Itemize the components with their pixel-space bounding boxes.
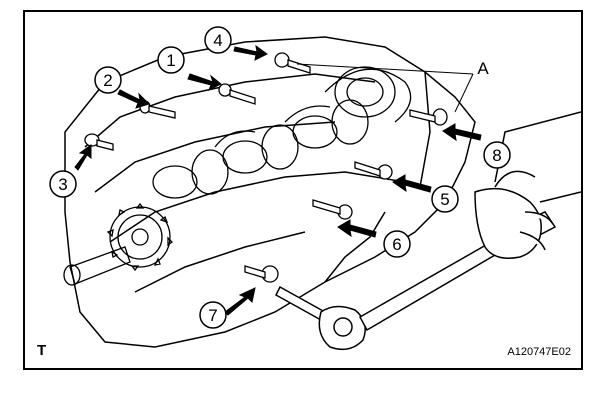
callout-label-1: 1	[166, 51, 175, 70]
callout-circle-4	[204, 26, 232, 54]
callout-labels: 1 2 3 4 5 6 7 8 A	[58, 31, 501, 325]
engine-block	[64, 36, 476, 348]
callout-label-2: 2	[103, 71, 112, 90]
figure-code: A120747E02	[507, 346, 571, 358]
callout-circle-8	[483, 141, 511, 169]
crankshaft	[152, 66, 412, 199]
callout-circle-3	[49, 170, 77, 198]
engine-illustration: 1 2 3 4 5 6 7 8 A	[49, 26, 581, 351]
crank-nose	[63, 246, 131, 286]
hand	[474, 111, 581, 259]
callout-label-7: 7	[208, 306, 217, 325]
callout-label-3: 3	[58, 175, 67, 194]
callout-label-5: 5	[440, 190, 449, 209]
leader-lines-a	[296, 63, 474, 113]
callout-label-a: A	[477, 59, 489, 78]
figure-frame: 1 2 3 4 5 6 7 8 A T A120747E02	[23, 10, 583, 370]
callout-label-8: 8	[492, 146, 501, 165]
callout-circle-6	[383, 230, 411, 258]
callout-markers	[49, 26, 511, 329]
callout-circle-5	[431, 185, 459, 213]
callout-circle-2	[94, 66, 122, 94]
callout-label-4: 4	[213, 31, 222, 50]
corner-mark: T	[37, 342, 47, 359]
callout-arrows	[74, 44, 482, 316]
callout-label-6: 6	[392, 235, 401, 254]
callout-circle-1	[157, 46, 185, 74]
timing-sprocket	[106, 202, 173, 272]
callout-circle-7	[199, 301, 227, 329]
